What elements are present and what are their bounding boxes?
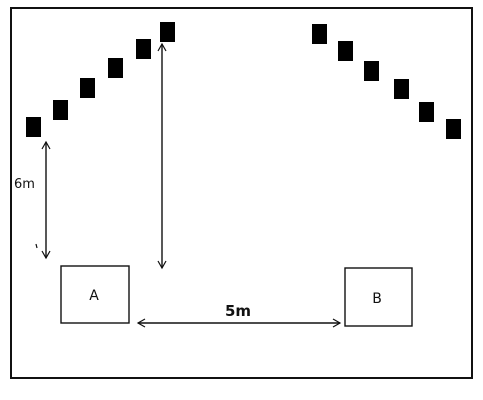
height-label: 6m [14, 177, 35, 192]
left-block-4 [108, 58, 123, 78]
tick-mark [35, 243, 38, 249]
left-block-3 [80, 78, 95, 98]
right-block-2 [338, 41, 353, 61]
left-block-1 [26, 117, 41, 137]
box-a-label: A [89, 288, 99, 304]
box-a [60, 265, 130, 324]
left-block-6 [160, 22, 175, 42]
right-block-6 [446, 119, 461, 139]
right-block-4 [394, 79, 409, 99]
distance-label: 5m [225, 302, 251, 320]
outer-frame [10, 7, 473, 379]
right-block-1 [312, 24, 327, 44]
box-b [344, 267, 413, 327]
left-block-5 [136, 39, 151, 59]
right-block-arc [312, 24, 461, 139]
right-block-5 [419, 102, 434, 122]
right-block-3 [364, 61, 379, 81]
left-block-2 [53, 100, 68, 120]
box-b-label: B [372, 291, 382, 307]
left-block-arc [26, 22, 175, 137]
